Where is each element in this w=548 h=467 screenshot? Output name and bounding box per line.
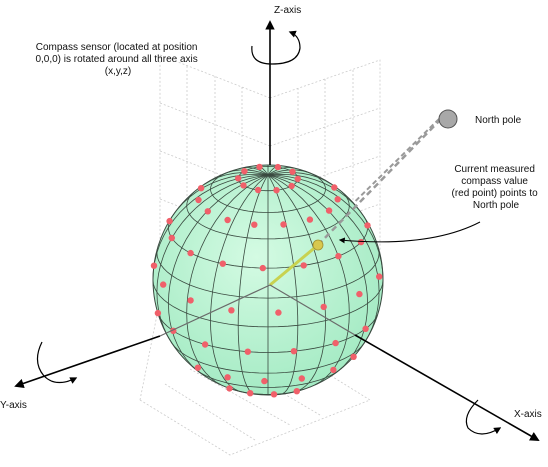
mesh-line bbox=[267, 174, 369, 376]
sample-point bbox=[226, 385, 233, 392]
sample-point bbox=[274, 163, 282, 171]
mesh-line bbox=[267, 173, 365, 218]
sample-point bbox=[168, 234, 175, 242]
mesh-line bbox=[267, 174, 326, 392]
north-pole-label: North pole bbox=[475, 115, 522, 126]
sample-point bbox=[288, 182, 295, 190]
x-axis-label: X-axis bbox=[514, 409, 542, 420]
sample-point bbox=[332, 339, 339, 347]
sample-point bbox=[275, 309, 282, 316]
sample-point bbox=[219, 260, 226, 267]
mesh-line bbox=[171, 173, 269, 218]
sample-point bbox=[251, 221, 258, 228]
mesh-line bbox=[167, 174, 269, 376]
sample-point bbox=[224, 374, 231, 381]
sample-point bbox=[166, 217, 173, 225]
sample-point bbox=[150, 262, 158, 269]
sample-point bbox=[235, 175, 242, 182]
sample-point bbox=[224, 216, 231, 224]
sample-point bbox=[290, 348, 298, 355]
sample-point bbox=[201, 341, 209, 348]
mesh-line bbox=[243, 166, 269, 176]
sample-point bbox=[273, 187, 280, 194]
sample-point bbox=[194, 364, 202, 371]
sample-point bbox=[325, 207, 333, 214]
measured-point bbox=[312, 239, 324, 251]
x-axis-line bbox=[354, 334, 540, 441]
mesh-line bbox=[267, 174, 350, 386]
sample-point bbox=[259, 264, 266, 272]
sample-point bbox=[362, 325, 369, 332]
sample-point bbox=[154, 309, 162, 317]
sample-point bbox=[350, 353, 357, 360]
sample-point bbox=[270, 391, 278, 398]
sensor-note-line: Compass sensor (located at position bbox=[36, 42, 198, 53]
measured-note: Current measured compass value (red poin… bbox=[452, 164, 541, 211]
sample-point bbox=[330, 366, 337, 374]
sample-point bbox=[335, 253, 342, 260]
sample-points bbox=[150, 163, 383, 398]
axes-front bbox=[14, 20, 540, 441]
axes-inner bbox=[159, 284, 356, 337]
sample-point bbox=[298, 375, 305, 382]
sensor-sphere bbox=[150, 163, 384, 398]
sample-point bbox=[280, 221, 287, 228]
mesh-line bbox=[267, 174, 380, 344]
sample-point bbox=[320, 303, 327, 311]
mesh-line bbox=[267, 172, 333, 185]
rotation-arrow-icon bbox=[36, 341, 78, 384]
measured-note-line: Current measured bbox=[454, 164, 535, 175]
mesh-line bbox=[186, 174, 269, 386]
measured-note-line: (red point) points to bbox=[452, 188, 539, 199]
sample-point bbox=[228, 307, 235, 314]
sample-point bbox=[187, 297, 194, 304]
rotation-arrow-icon bbox=[251, 30, 301, 65]
sample-point bbox=[294, 175, 301, 183]
sample-point bbox=[204, 208, 211, 215]
sample-point bbox=[306, 216, 314, 223]
measured-note-line: compass value bbox=[461, 176, 528, 187]
sample-point bbox=[241, 168, 248, 175]
sample-point bbox=[357, 238, 365, 246]
sample-point bbox=[254, 186, 262, 194]
sample-point bbox=[293, 388, 300, 395]
sample-point bbox=[247, 390, 254, 397]
sensor-note-line: (x,y,z) bbox=[105, 66, 131, 77]
rotation-arrow-icon bbox=[465, 399, 502, 435]
y-axis-line bbox=[14, 335, 161, 389]
sample-point bbox=[240, 182, 247, 189]
sample-point bbox=[244, 348, 251, 355]
sensor-note: Compass sensor (located at position 0,0,… bbox=[35, 42, 200, 77]
sample-point bbox=[256, 163, 263, 171]
north-pole-marker bbox=[438, 109, 458, 129]
sample-point bbox=[160, 281, 167, 288]
sample-point bbox=[334, 196, 341, 203]
mesh-line bbox=[237, 174, 269, 395]
sample-point bbox=[376, 273, 383, 280]
measured-note-line: North pole bbox=[473, 200, 520, 211]
mesh-line bbox=[267, 169, 309, 176]
sample-point bbox=[356, 290, 363, 298]
sample-point bbox=[300, 262, 307, 269]
mesh-line bbox=[203, 172, 269, 185]
sample-point bbox=[197, 185, 205, 192]
sample-point bbox=[364, 222, 371, 229]
sample-point bbox=[261, 377, 268, 385]
sample-point bbox=[331, 184, 338, 191]
y-axis-label: Y-axis bbox=[0, 400, 27, 411]
sample-point bbox=[187, 249, 194, 257]
sensor-note-line: 0,0,0) is rotated around all three axis bbox=[35, 54, 197, 65]
north-pole-vector bbox=[269, 109, 458, 287]
sample-point bbox=[289, 168, 296, 175]
z-axis-label: Z-axis bbox=[274, 5, 301, 16]
sample-point bbox=[195, 196, 202, 204]
measured-callout-arrow bbox=[338, 221, 481, 244]
mesh-line bbox=[210, 174, 269, 392]
